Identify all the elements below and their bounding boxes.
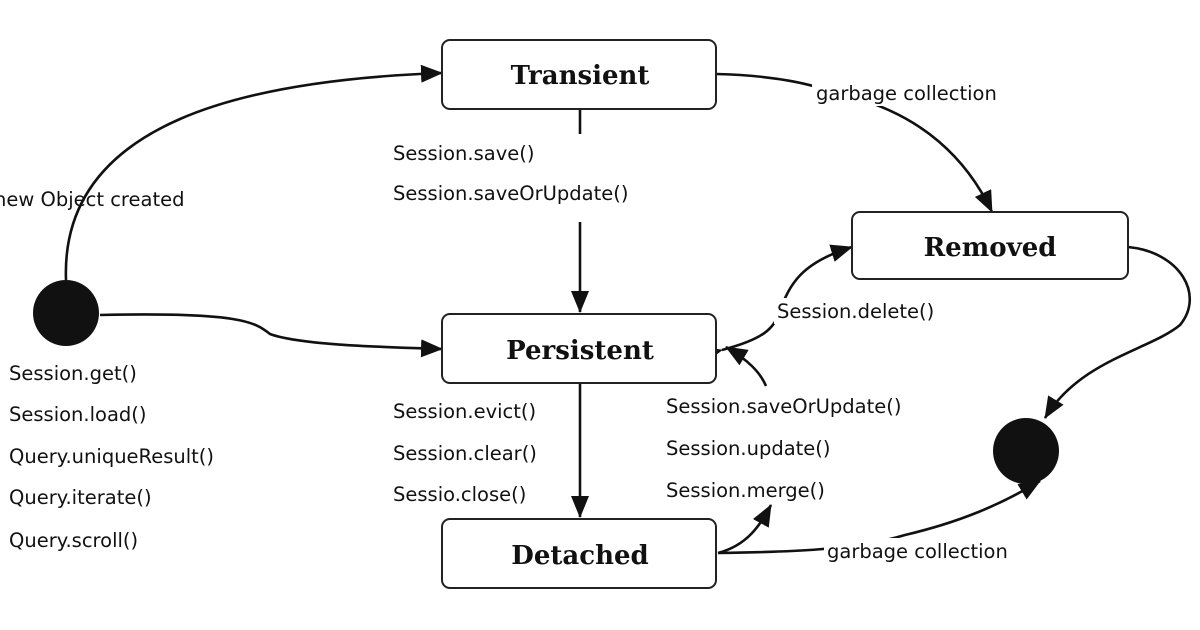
- state-persistent: Persistent: [441, 313, 717, 384]
- state-transient: Transient: [441, 39, 717, 110]
- label-detach-0: Session.evict(): [393, 400, 536, 423]
- label-detach-2: Sessio.close(): [393, 483, 526, 506]
- label-load-3: Query.iterate(): [9, 486, 152, 509]
- state-detached-label: Detached: [511, 541, 648, 571]
- label-session-delete: Session.delete(): [777, 300, 934, 323]
- label-load-2: Query.uniqueResult(): [9, 445, 214, 468]
- state-transient-label: Transient: [511, 61, 650, 91]
- label-save-0: Session.save(): [393, 142, 534, 165]
- state-persistent-label: Persistent: [506, 336, 654, 366]
- label-save-1: Session.saveOrUpdate(): [393, 182, 628, 205]
- label-gc-detached: garbage collection: [827, 540, 1008, 563]
- state-removed-label: Removed: [924, 233, 1057, 263]
- edge-initial-to-persistent: [99, 313, 443, 358]
- edge-detached-to-persistent-upper: [725, 345, 768, 387]
- label-reattach-2: Session.merge(): [666, 479, 825, 502]
- label-new-object: new Object created: [0, 188, 185, 211]
- final-state-dot: [993, 418, 1059, 484]
- initial-state-dot: [33, 280, 99, 346]
- label-reattach-0: Session.saveOrUpdate(): [666, 395, 901, 418]
- edge-removed-to-final: [1043, 245, 1192, 419]
- label-gc-transient: garbage collection: [816, 82, 997, 105]
- label-detach-1: Session.clear(): [393, 442, 537, 465]
- label-load-0: Session.get(): [9, 362, 137, 385]
- label-load-1: Session.load(): [9, 403, 147, 426]
- edge-new-object-to-transient: [64, 64, 443, 281]
- edge-detached-to-final: [717, 479, 1041, 555]
- state-removed: Removed: [851, 211, 1129, 280]
- edge-detached-to-persistent: [717, 504, 773, 555]
- label-reattach-1: Session.update(): [666, 437, 831, 460]
- label-load-4: Query.scroll(): [9, 529, 138, 552]
- state-detached: Detached: [441, 518, 717, 589]
